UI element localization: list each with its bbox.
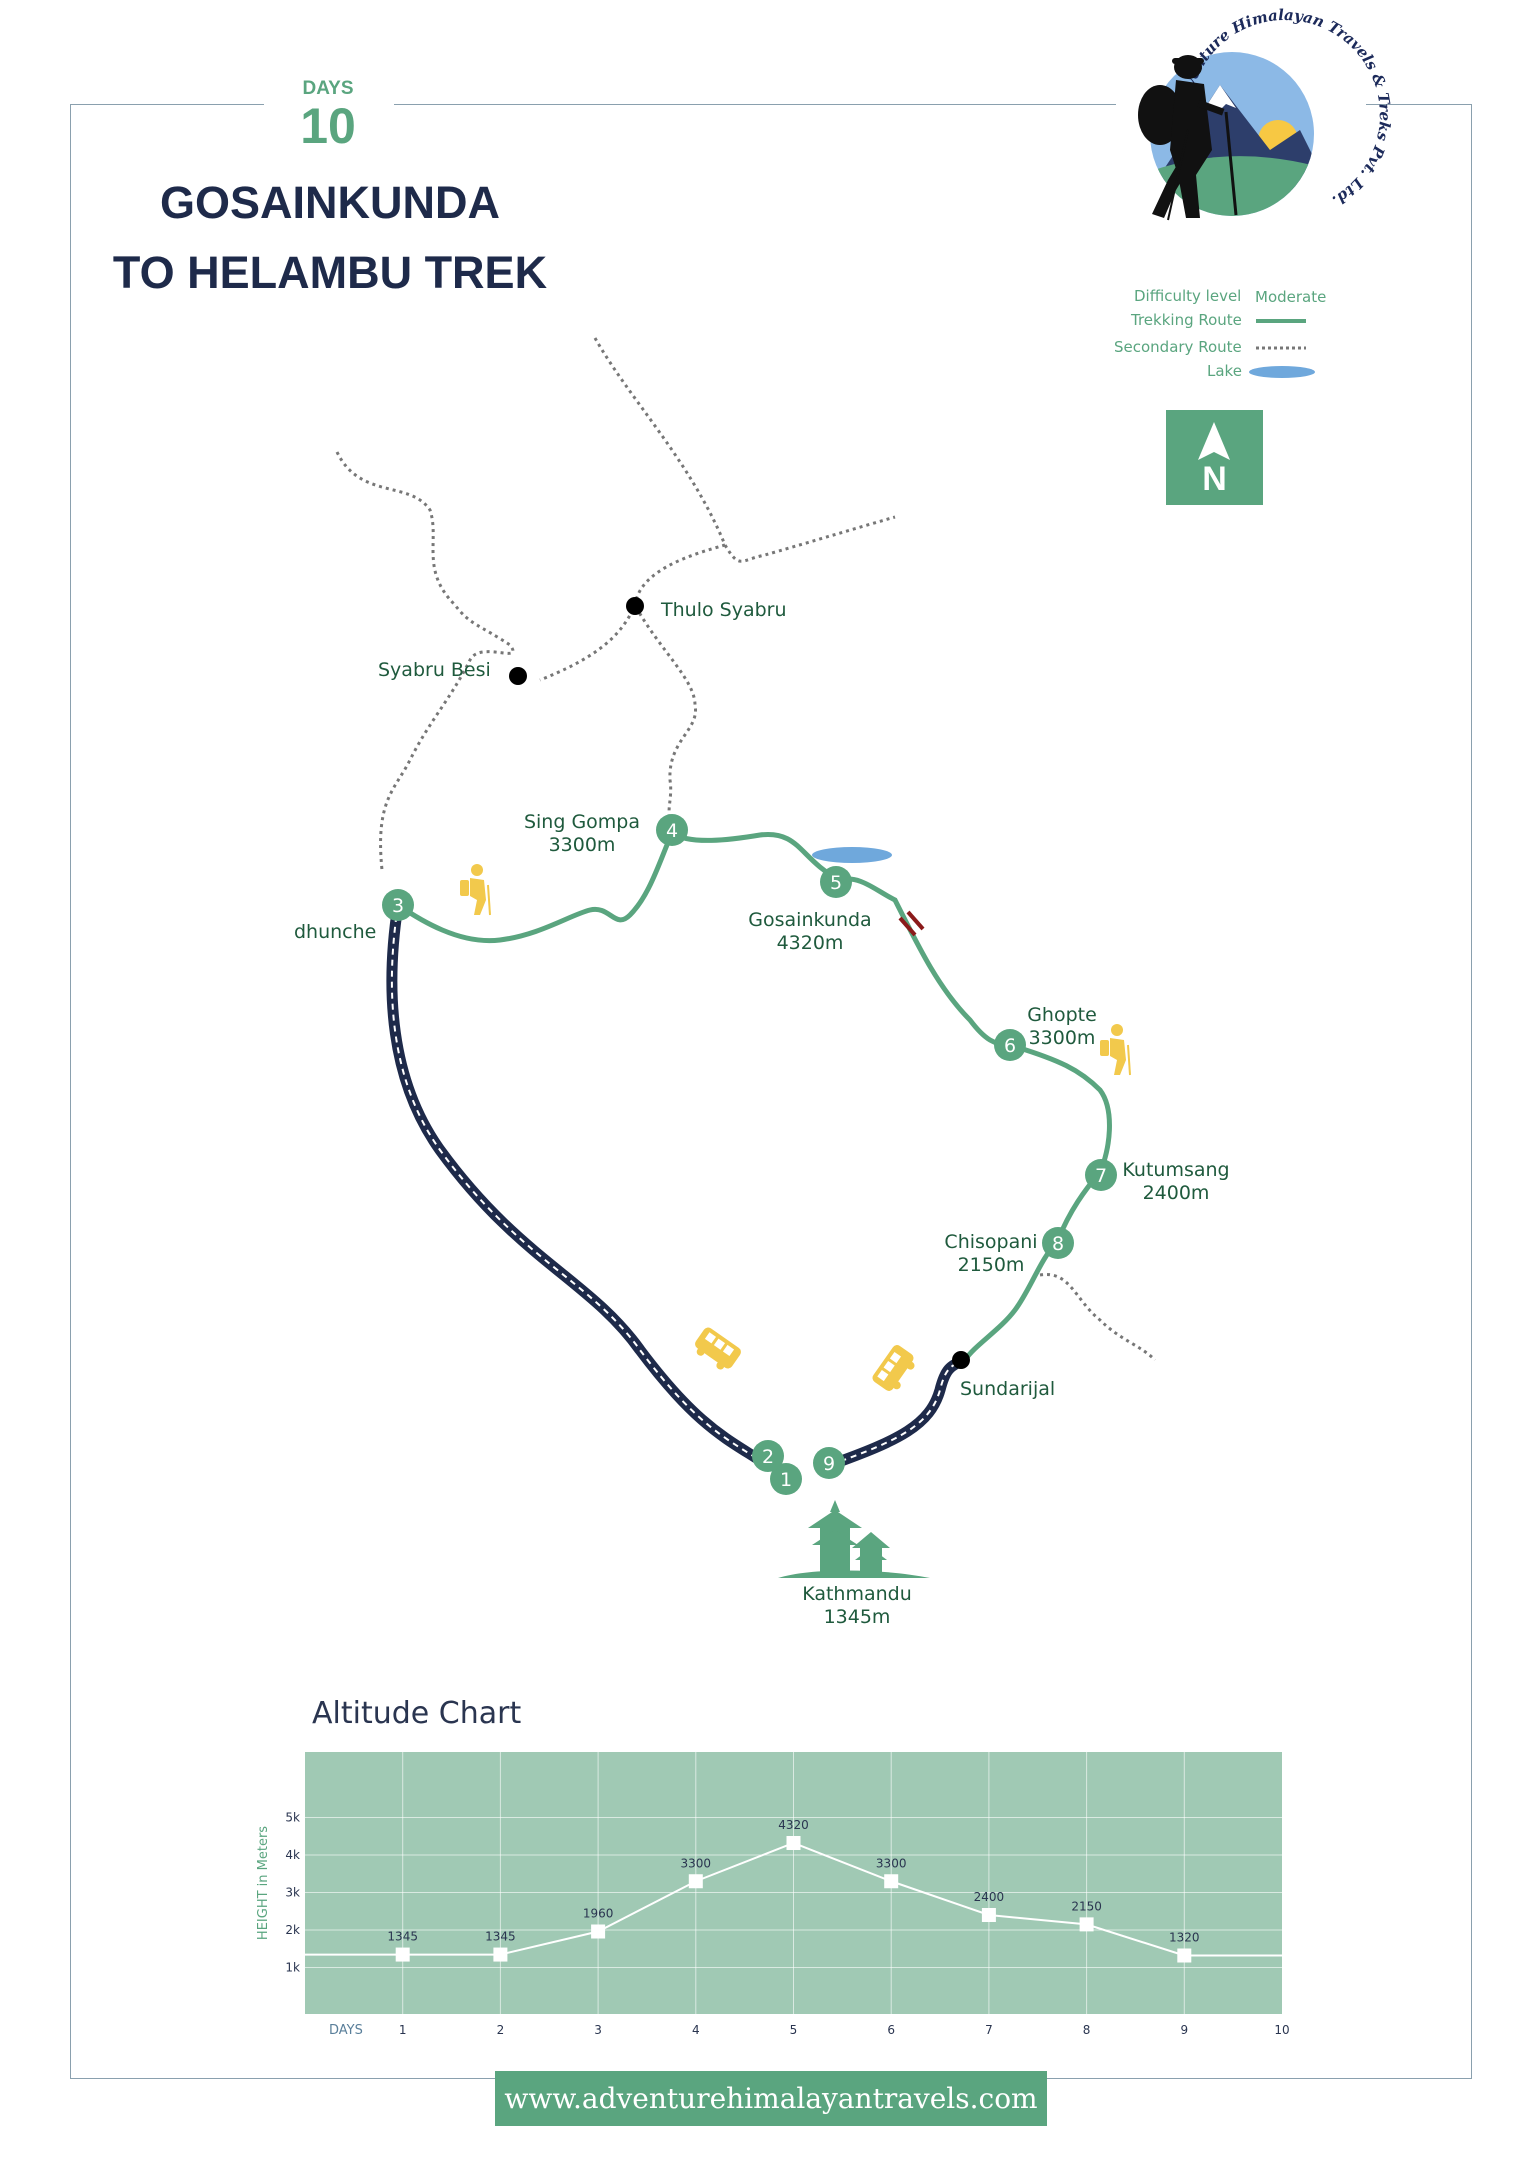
hiker-icon [460, 864, 491, 916]
frame-gap-left [264, 100, 394, 106]
label-syabru-besi: Syabru Besi [378, 659, 491, 681]
page-title: GOSAINKUNDA TO HELAMBU TREK [90, 168, 570, 308]
waypoint-syabru-besi [509, 667, 527, 685]
waypoint-sundarijal [952, 1351, 970, 1369]
stop-marker-2: 2 [752, 1440, 784, 1472]
stop-marker-3: 3 [382, 889, 414, 921]
north-arrow-icon [1198, 422, 1230, 460]
stop-marker-1: 1 [770, 1463, 802, 1495]
waypoint-thulo-syabru [626, 597, 644, 615]
chart-title: Altitude Chart [312, 1696, 522, 1731]
legend-difficulty-label: Difficulty level [1134, 287, 1242, 305]
stop-number-9: 9 [823, 1453, 835, 1475]
stop-marker-7: 7 [1085, 1159, 1117, 1191]
stop-number-1: 1 [780, 1469, 792, 1491]
label-kutumsang: Kutumsang [1122, 1159, 1229, 1181]
stop-marker-9: 9 [813, 1447, 845, 1479]
bus-road [386, 904, 967, 1471]
legend-trekking-route: Trekking Route [1131, 311, 1242, 329]
label-sundarijal: Sundarijal [960, 1378, 1055, 1400]
title-line-2: TO HELAMBU TREK [112, 247, 548, 298]
stop-number-6: 6 [1004, 1035, 1016, 1057]
label-thulo-syabru: Thulo Syabru [660, 599, 787, 621]
stop-marker-4: 4 [656, 814, 688, 846]
stop-number-5: 5 [830, 872, 842, 894]
title-line-1: GOSAINKUNDA [159, 177, 500, 228]
bus-icon-2 [872, 1345, 915, 1391]
stop-markers: 1 2 3 4 5 6 7 8 9 [382, 814, 1117, 1495]
kathmandu-temple-icon [778, 1500, 930, 1578]
stop-number-2: 2 [762, 1446, 774, 1468]
label-kathmandu-altitude: 1345m [824, 1606, 891, 1628]
hiker-icon-2 [1100, 1024, 1131, 1076]
pass-marker-icon [898, 910, 925, 937]
stop-number-7: 7 [1095, 1165, 1107, 1187]
label-ghopte: Ghopte [1027, 1004, 1097, 1026]
label-dhunche: dhunche [294, 921, 376, 943]
north-compass: N [1166, 410, 1263, 505]
gosainkunda-lake-icon [812, 847, 892, 863]
compass-letter: N [1202, 460, 1227, 498]
label-gosainkunda: Gosainkunda [748, 909, 871, 931]
label-sing-gompa-altitude: 3300m [549, 834, 616, 856]
bus-icon [695, 1327, 741, 1370]
legend-lake: Lake [1207, 362, 1242, 380]
label-chisopani-altitude: 2150m [958, 1254, 1025, 1276]
label-sing-gompa: Sing Gompa [524, 811, 640, 833]
label-kutumsang-altitude: 2400m [1143, 1182, 1210, 1204]
website-url: www.adventurehimalayantravels.com [495, 2071, 1047, 2126]
label-kathmandu: Kathmandu [802, 1583, 912, 1605]
label-ghopte-altitude: 3300m [1029, 1027, 1096, 1049]
stop-number-4: 4 [666, 820, 678, 842]
label-gosainkunda-altitude: 4320m [777, 932, 844, 954]
legend-difficulty-value: Moderate [1255, 288, 1327, 306]
days-label: DAYS [302, 78, 354, 99]
secondary-routes [335, 337, 1157, 1362]
stop-marker-8: 8 [1042, 1227, 1074, 1259]
legend-secondary-route: Secondary Route [1114, 338, 1242, 356]
stop-number-3: 3 [392, 895, 404, 917]
label-chisopani: Chisopani [944, 1231, 1037, 1253]
stop-marker-5: 5 [820, 866, 852, 898]
stop-number-8: 8 [1052, 1233, 1064, 1255]
days-value: 10 [300, 98, 356, 154]
stop-marker-6: 6 [994, 1029, 1026, 1061]
